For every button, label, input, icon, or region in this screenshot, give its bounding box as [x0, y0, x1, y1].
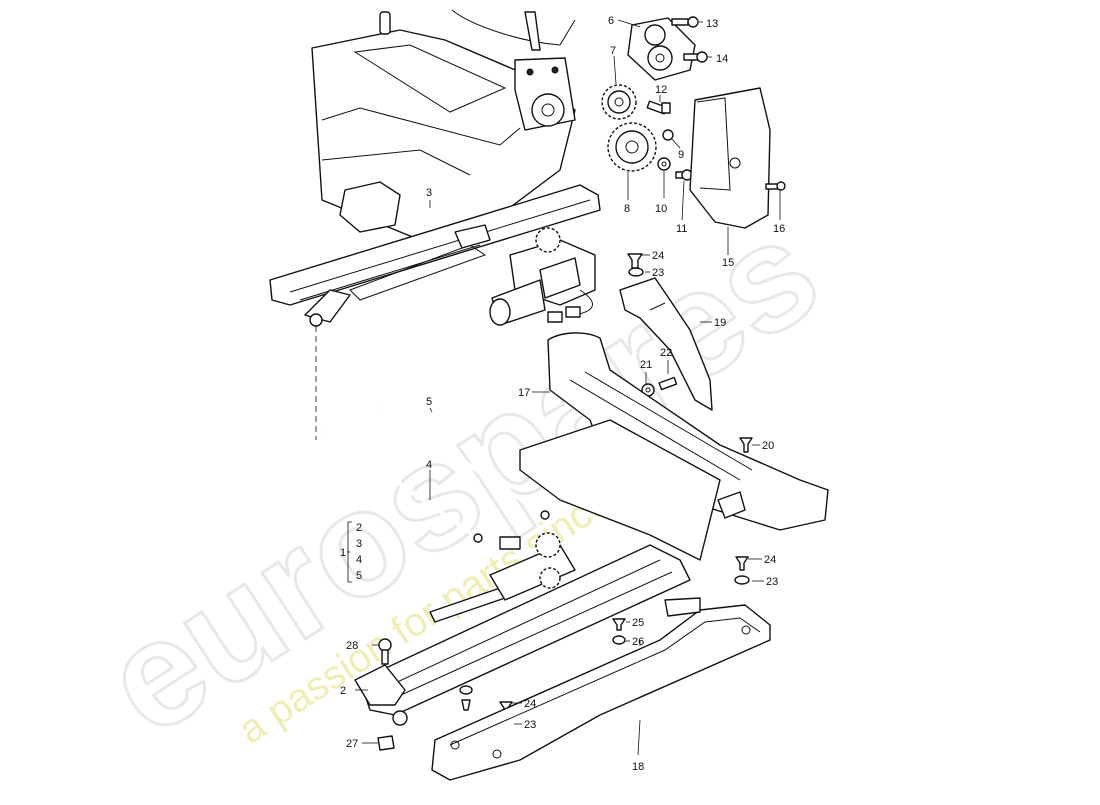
callout-13: 13 — [706, 18, 718, 30]
group-item: 2 — [356, 522, 362, 534]
washer-10 — [657, 157, 671, 171]
callout-11: 11 — [676, 223, 687, 235]
group-item: 3 — [356, 538, 362, 550]
lower-seat-rail — [354, 532, 691, 726]
bolt-12 — [646, 100, 671, 115]
callout-23-bottom: 23 — [524, 719, 536, 731]
screw-13 — [671, 16, 699, 28]
callout-24-right: 24 — [764, 554, 776, 566]
callout-24-upper: 24 — [652, 250, 664, 262]
support-bracket-17 — [519, 332, 829, 561]
screw-16 — [765, 181, 786, 191]
callout-23-right: 23 — [766, 576, 778, 588]
assembly-group-list: 1 2 3 4 5 — [340, 522, 362, 582]
callout-17: 17 — [518, 387, 530, 399]
washer-9 — [662, 129, 674, 141]
callout-26: 26 — [632, 636, 644, 648]
callout-25: 25 — [632, 617, 644, 629]
callout-20: 20 — [762, 440, 774, 452]
screw-24-right — [735, 556, 749, 571]
seat-bracket — [514, 57, 576, 131]
callout-14: 14 — [716, 53, 728, 65]
group-item: 4 — [356, 554, 362, 566]
callout-6: 6 — [608, 15, 614, 27]
callout-labels: 6 13 14 7 12 9 8 10 11 16 15 3 24 23 19 … — [340, 15, 785, 773]
seat-cushion-frame — [311, 9, 576, 241]
upper-seat-rail — [269, 184, 601, 327]
washer-26 — [612, 635, 626, 645]
bolt-22 — [658, 376, 678, 391]
washer-23-right — [734, 575, 750, 585]
callout-5: 5 — [426, 396, 432, 408]
callout-8: 8 — [624, 203, 630, 215]
callout-7: 7 — [610, 45, 616, 57]
shaft-5 — [380, 406, 550, 520]
callout-19: 19 — [714, 317, 726, 329]
callout-23-upper: 23 — [652, 267, 664, 279]
callout-3: 3 — [426, 187, 432, 199]
callout-21: 21 — [640, 359, 652, 371]
callout-4: 4 — [426, 459, 432, 471]
group-label: 1 — [340, 547, 346, 559]
base-tray-18 — [431, 597, 771, 781]
screw-14 — [683, 51, 708, 63]
washer-23-upper — [628, 267, 644, 277]
trim-cover-15 — [689, 87, 771, 229]
callout-12: 12 — [655, 84, 667, 96]
callout-10: 10 — [655, 203, 667, 215]
shaft-4 — [323, 430, 483, 543]
screw-11 — [675, 169, 693, 181]
callout-28: 28 — [346, 640, 358, 652]
callout-16: 16 — [773, 223, 785, 235]
callout-18: 18 — [632, 761, 644, 773]
clip-27 — [377, 735, 395, 751]
seat-motor — [489, 227, 596, 326]
group-item: 5 — [356, 570, 362, 582]
side-bracket-19 — [619, 277, 713, 411]
callout-9: 9 — [678, 149, 684, 161]
callout-15: 15 — [722, 257, 734, 269]
callout-27: 27 — [346, 738, 358, 750]
screw-20 — [739, 437, 753, 453]
screw-25 — [612, 618, 626, 631]
callout-24-bottom: 24 — [524, 698, 536, 710]
washer-left-bottom — [459, 685, 473, 711]
gear-7 — [601, 84, 637, 120]
callout-22: 22 — [660, 347, 672, 359]
callout-2: 2 — [340, 685, 346, 697]
gear-housing-cover — [627, 17, 696, 81]
gear-8 — [607, 122, 657, 172]
